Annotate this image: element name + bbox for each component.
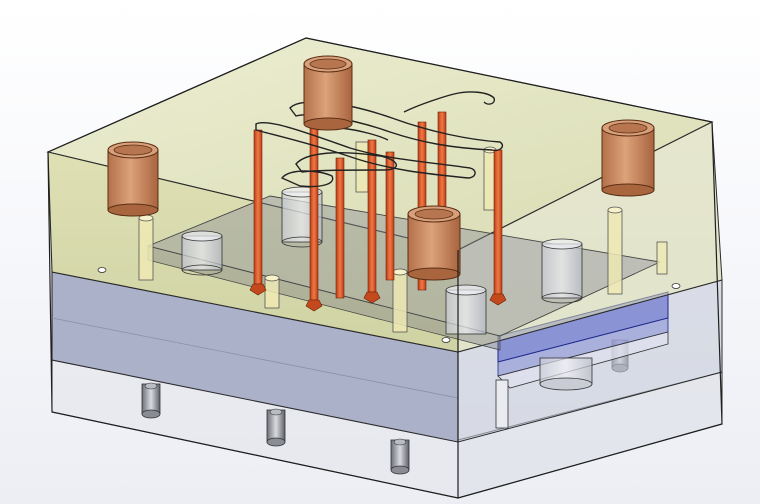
guide-pin-right	[607, 206, 623, 295]
sprue-bushing-front	[407, 205, 461, 281]
guide-pin-far-right	[656, 241, 668, 275]
ejector-pins	[249, 109, 507, 312]
bolt-front-right	[390, 438, 410, 475]
guide-bushing-left	[181, 230, 223, 276]
guide-bushing-right	[541, 238, 583, 304]
assembly-outline	[47, 37, 723, 499]
bolt-front-left	[141, 382, 161, 419]
support-pillar	[539, 357, 593, 391]
bolt-front-middle	[266, 408, 286, 447]
screw-holes	[97, 267, 681, 343]
guide-bushing-center-front	[445, 284, 487, 335]
guide-pin-front	[392, 268, 408, 333]
sprue-bushing-back	[303, 55, 353, 131]
sprue-bushing-right	[601, 119, 655, 197]
guide-pin-left	[138, 214, 154, 281]
sprue-bushing-left	[107, 141, 159, 217]
molded-part-hanger	[255, 91, 504, 188]
guide-pin-center	[264, 274, 280, 309]
